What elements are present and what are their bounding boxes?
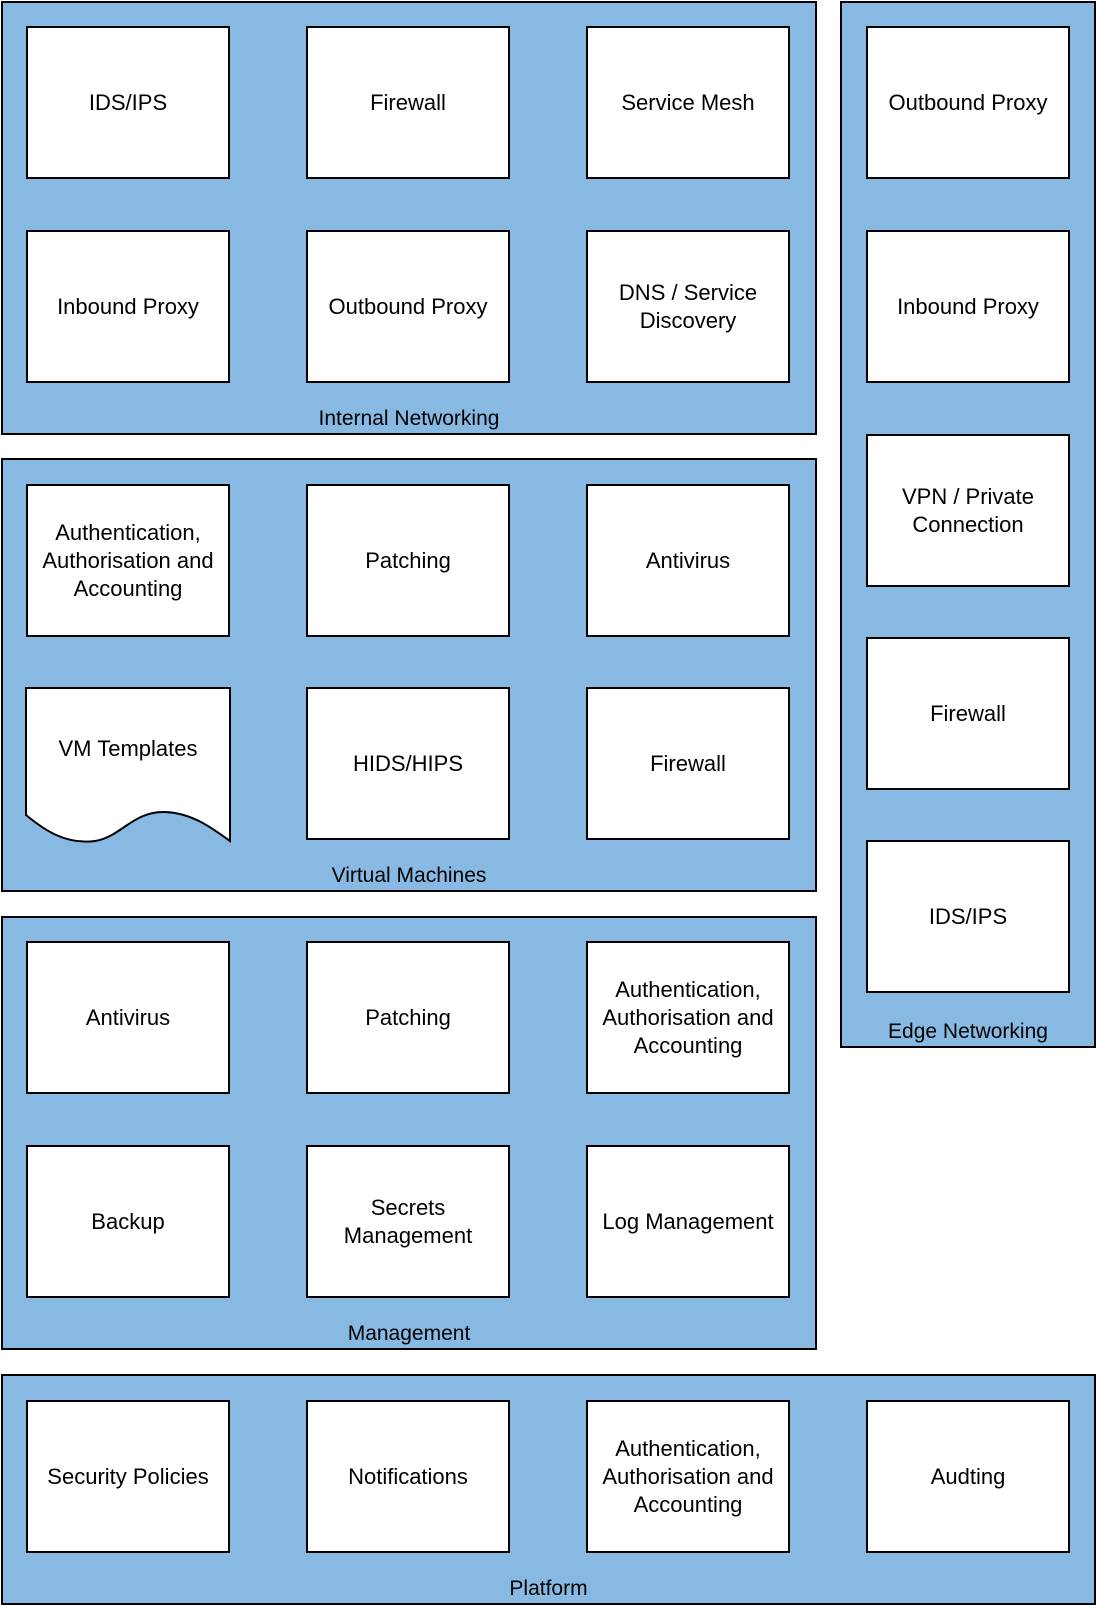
edge-ids-ips-box: IDS/IPS	[866, 840, 1070, 993]
mgmt-log-management-box: Log Management	[586, 1145, 790, 1298]
internal-ids-ips-box: IDS/IPS	[26, 26, 230, 179]
vm-antivirus-box: Antivirus	[586, 484, 790, 637]
edge-inbound-proxy-box: Inbound Proxy	[866, 230, 1070, 383]
edge-outbound-proxy-box: Outbound Proxy	[866, 26, 1070, 179]
internal-networking-label: Internal Networking	[318, 407, 500, 430]
edge-networking-label: Edge Networking	[888, 1020, 1048, 1043]
edge-vpn-private-connection-box: VPN / Private Connection	[866, 434, 1070, 587]
mgmt-antivirus-box: Antivirus	[26, 941, 230, 1094]
platform-auditing-box: Audting	[866, 1400, 1070, 1553]
internal-service-mesh-box: Service Mesh	[586, 26, 790, 179]
vm-hids-hips-box: HIDS/HIPS	[306, 687, 510, 840]
platform-label: Platform	[509, 1577, 588, 1600]
internal-firewall-box: Firewall	[306, 26, 510, 179]
virtual-machines-label: Virtual Machines	[331, 864, 487, 887]
internal-outbound-proxy-box: Outbound Proxy	[306, 230, 510, 383]
mgmt-backup-box: Backup	[26, 1145, 230, 1298]
vm-patching-box: Patching	[306, 484, 510, 637]
vm-aaa-box: Authentication, Authorisation and Accoun…	[26, 484, 230, 637]
vm-templates-document: VM Templates	[25, 687, 231, 843]
vm-firewall-box: Firewall	[586, 687, 790, 840]
mgmt-aaa-box: Authentication, Authorisation and Accoun…	[586, 941, 790, 1094]
platform-security-policies-box: Security Policies	[26, 1400, 230, 1553]
edge-firewall-box: Firewall	[866, 637, 1070, 790]
vm-templates-label: VM Templates	[58, 736, 198, 761]
platform-aaa-box: Authentication, Authorisation and Accoun…	[586, 1400, 790, 1553]
mgmt-secrets-management-box: Secrets Management	[306, 1145, 510, 1298]
mgmt-patching-box: Patching	[306, 941, 510, 1094]
internal-dns-service-discovery-box: DNS / Service Discovery	[586, 230, 790, 383]
management-label: Management	[347, 1322, 471, 1345]
internal-inbound-proxy-box: Inbound Proxy	[26, 230, 230, 383]
platform-notifications-box: Notifications	[306, 1400, 510, 1553]
document-shape	[25, 687, 231, 843]
